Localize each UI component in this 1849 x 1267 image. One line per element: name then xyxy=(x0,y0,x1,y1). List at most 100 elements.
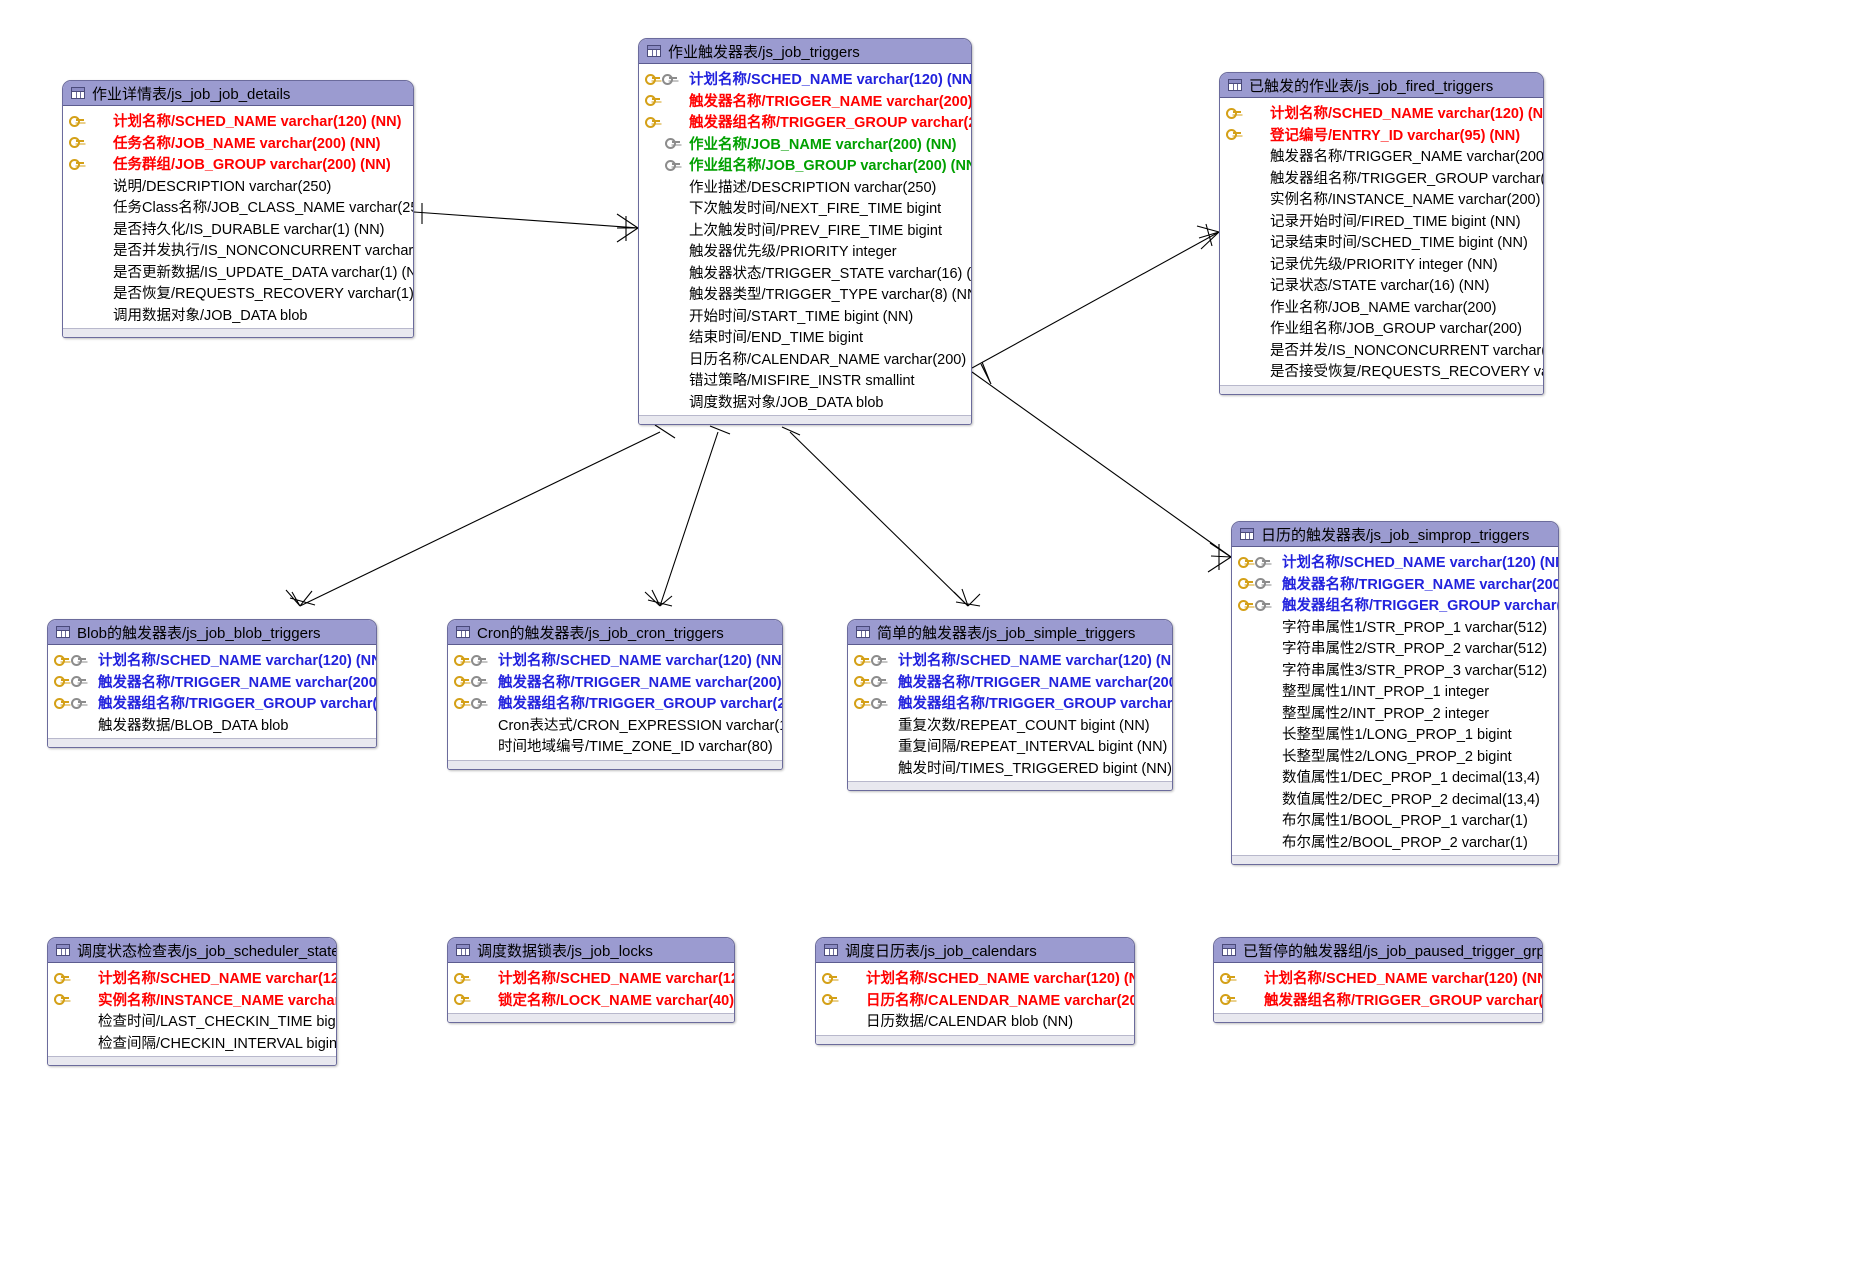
attribute-row[interactable]: 检查间隔/CHECKIN_INTERVAL bigint (NN) xyxy=(48,1032,336,1054)
attribute-row[interactable]: 日历名称/CALENDAR_NAME varchar(200) xyxy=(639,348,971,370)
entity-job_triggers[interactable]: 作业触发器表/js_job_triggers 计划名称/SCHED_NAME va… xyxy=(638,38,972,425)
entity-header-cron_triggers[interactable]: Cron的触发器表/js_job_cron_triggers xyxy=(448,620,782,645)
attribute-row[interactable]: 触发器名称/TRIGGER_NAME varchar(200) (NN) xyxy=(1220,145,1543,167)
attribute-row[interactable]: 整型属性2/INT_PROP_2 integer xyxy=(1232,702,1558,724)
attribute-row[interactable]: 触发器数据/BLOB_DATA blob xyxy=(48,714,376,736)
attribute-row[interactable]: 触发器组名称/TRIGGER_GROUP varchar(200) (NN) xyxy=(1232,594,1558,616)
attribute-row[interactable]: 触发器状态/TRIGGER_STATE varchar(16) (NN) xyxy=(639,262,971,284)
attribute-row[interactable]: 作业组名称/JOB_GROUP varchar(200) xyxy=(1220,317,1543,339)
attribute-row[interactable]: 数值属性1/DEC_PROP_1 decimal(13,4) xyxy=(1232,766,1558,788)
attribute-row[interactable]: 任务群组/JOB_GROUP varchar(200) (NN) xyxy=(63,153,413,175)
attribute-row[interactable]: 记录结束时间/SCHED_TIME bigint (NN) xyxy=(1220,231,1543,253)
attribute-row[interactable]: 作业组名称/JOB_GROUP varchar(200) (NN) xyxy=(639,154,971,176)
attribute-row[interactable]: 作业名称/JOB_NAME varchar(200) xyxy=(1220,296,1543,318)
attribute-row[interactable]: 开始时间/START_TIME bigint (NN) xyxy=(639,305,971,327)
attribute-row[interactable]: 记录状态/STATE varchar(16) (NN) xyxy=(1220,274,1543,296)
attribute-row[interactable]: 计划名称/SCHED_NAME varchar(120) (NN) xyxy=(1232,551,1558,573)
attribute-row[interactable]: 布尔属性2/BOOL_PROP_2 varchar(1) xyxy=(1232,831,1558,853)
attribute-row[interactable]: 计划名称/SCHED_NAME varchar(120) (NN) xyxy=(63,110,413,132)
attribute-row[interactable]: 触发器名称/TRIGGER_NAME varchar(200) (NN) xyxy=(848,671,1172,693)
attribute-row[interactable]: 字符串属性1/STR_PROP_1 varchar(512) xyxy=(1232,616,1558,638)
attribute-row[interactable]: 结束时间/END_TIME bigint xyxy=(639,326,971,348)
attribute-row[interactable]: 计划名称/SCHED_NAME varchar(120) (NN) xyxy=(1220,102,1543,124)
entity-header-locks[interactable]: 调度数据锁表/js_job_locks xyxy=(448,938,734,963)
attribute-row[interactable]: 检查时间/LAST_CHECKIN_TIME bigint (NN) xyxy=(48,1010,336,1032)
entity-header-fired_triggers[interactable]: 已触发的作业表/js_job_fired_triggers xyxy=(1220,73,1543,98)
attribute-row[interactable]: 错过策略/MISFIRE_INSTR smallint xyxy=(639,369,971,391)
entity-simprop_triggers[interactable]: 日历的触发器表/js_job_simprop_triggers 计划名称/SCHE… xyxy=(1231,521,1559,865)
attribute-row[interactable]: 下次触发时间/NEXT_FIRE_TIME bigint xyxy=(639,197,971,219)
entity-header-calendars[interactable]: 调度日历表/js_job_calendars xyxy=(816,938,1134,963)
attribute-row[interactable]: 计划名称/SCHED_NAME varchar(120) (NN) xyxy=(639,68,971,90)
attribute-row[interactable]: 触发器组名称/TRIGGER_GROUP varchar(200) (NN) xyxy=(639,111,971,133)
attribute-row[interactable]: 调用数据对象/JOB_DATA blob xyxy=(63,304,413,326)
attribute-row[interactable]: 计划名称/SCHED_NAME varchar(120) (NN) xyxy=(848,649,1172,671)
entity-header-simple_triggers[interactable]: 简单的触发器表/js_job_simple_triggers xyxy=(848,620,1172,645)
attribute-row[interactable]: Cron表达式/CRON_EXPRESSION varchar(120) (NN… xyxy=(448,714,782,736)
attribute-row[interactable]: 触发器组名称/TRIGGER_GROUP varchar(200) (NN) xyxy=(448,692,782,714)
attribute-row[interactable]: 是否并发/IS_NONCONCURRENT varchar(1) xyxy=(1220,339,1543,361)
attribute-row[interactable]: 触发器名称/TRIGGER_NAME varchar(200) (NN) xyxy=(48,671,376,693)
entity-fired_triggers[interactable]: 已触发的作业表/js_job_fired_triggers 计划名称/SCHED_… xyxy=(1219,72,1544,395)
attribute-row[interactable]: 日历名称/CALENDAR_NAME varchar(200) (NN) xyxy=(816,989,1134,1011)
attribute-row[interactable]: 整型属性1/INT_PROP_1 integer xyxy=(1232,680,1558,702)
attribute-row[interactable]: 是否更新数据/IS_UPDATE_DATA varchar(1) (NN) xyxy=(63,261,413,283)
attribute-row[interactable]: 计划名称/SCHED_NAME varchar(120) (NN) xyxy=(48,967,336,989)
attribute-row[interactable]: 说明/DESCRIPTION varchar(250) xyxy=(63,175,413,197)
attribute-row[interactable]: 触发器组名称/TRIGGER_GROUP varchar(200) (NN) xyxy=(1220,167,1543,189)
attribute-row[interactable]: 触发器组名称/TRIGGER_GROUP varchar(200) (NN) xyxy=(1214,989,1542,1011)
entity-cron_triggers[interactable]: Cron的触发器表/js_job_cron_triggers 计划名称/SCHED… xyxy=(447,619,783,770)
attribute-row[interactable]: 触发器组名称/TRIGGER_GROUP varchar(200) (NN) xyxy=(48,692,376,714)
attribute-row[interactable]: 计划名称/SCHED_NAME varchar(120) (NN) xyxy=(816,967,1134,989)
attribute-row[interactable]: 实例名称/INSTANCE_NAME varchar(200) (NN) xyxy=(1220,188,1543,210)
attribute-row[interactable]: 重复间隔/REPEAT_INTERVAL bigint (NN) xyxy=(848,735,1172,757)
entity-header-job_triggers[interactable]: 作业触发器表/js_job_triggers xyxy=(639,39,971,64)
entity-header-simprop_triggers[interactable]: 日历的触发器表/js_job_simprop_triggers xyxy=(1232,522,1558,547)
attribute-row[interactable]: 数值属性2/DEC_PROP_2 decimal(13,4) xyxy=(1232,788,1558,810)
attribute-row[interactable]: 实例名称/INSTANCE_NAME varchar(200) (NN) xyxy=(48,989,336,1011)
attribute-row[interactable]: 记录开始时间/FIRED_TIME bigint (NN) xyxy=(1220,210,1543,232)
attribute-row[interactable]: 触发器名称/TRIGGER_NAME varchar(200) (NN) xyxy=(1232,573,1558,595)
attribute-row[interactable]: 是否接受恢复/REQUESTS_RECOVERY varchar(1) xyxy=(1220,360,1543,382)
attribute-row[interactable]: 触发器组名称/TRIGGER_GROUP varchar(200) (NN) xyxy=(848,692,1172,714)
attribute-row[interactable]: 触发器名称/TRIGGER_NAME varchar(200) (NN) xyxy=(639,90,971,112)
attribute-row[interactable]: 重复次数/REPEAT_COUNT bigint (NN) xyxy=(848,714,1172,736)
attribute-row[interactable]: 登记编号/ENTRY_ID varchar(95) (NN) xyxy=(1220,124,1543,146)
attribute-row[interactable]: 触发时间/TIMES_TRIGGERED bigint (NN) xyxy=(848,757,1172,779)
attribute-row[interactable]: 调度数据对象/JOB_DATA blob xyxy=(639,391,971,413)
entity-paused_trigger_grps[interactable]: 已暂停的触发器组/js_job_paused_trigger_grps 计划名称/… xyxy=(1213,937,1543,1023)
attribute-row[interactable]: 计划名称/SCHED_NAME varchar(120) (NN) xyxy=(448,649,782,671)
attribute-row[interactable]: 上次触发时间/PREV_FIRE_TIME bigint xyxy=(639,219,971,241)
attribute-row[interactable]: 计划名称/SCHED_NAME varchar(120) (NN) xyxy=(1214,967,1542,989)
attribute-row[interactable]: 记录优先级/PRIORITY integer (NN) xyxy=(1220,253,1543,275)
attribute-row[interactable]: 字符串属性2/STR_PROP_2 varchar(512) xyxy=(1232,637,1558,659)
attribute-row[interactable]: 布尔属性1/BOOL_PROP_1 varchar(1) xyxy=(1232,809,1558,831)
attribute-row[interactable]: 字符串属性3/STR_PROP_3 varchar(512) xyxy=(1232,659,1558,681)
entity-header-job_details[interactable]: 作业详情表/js_job_job_details xyxy=(63,81,413,106)
entity-header-blob_triggers[interactable]: Blob的触发器表/js_job_blob_triggers xyxy=(48,620,376,645)
attribute-row[interactable]: 长整型属性2/LONG_PROP_2 bigint xyxy=(1232,745,1558,767)
attribute-row[interactable]: 作业名称/JOB_NAME varchar(200) (NN) xyxy=(639,133,971,155)
attribute-row[interactable]: 任务名称/JOB_NAME varchar(200) (NN) xyxy=(63,132,413,154)
attribute-row[interactable]: 锁定名称/LOCK_NAME varchar(40) (NN) xyxy=(448,989,734,1011)
attribute-row[interactable]: 长整型属性1/LONG_PROP_1 bigint xyxy=(1232,723,1558,745)
attribute-row[interactable]: 触发器名称/TRIGGER_NAME varchar(200) (NN) xyxy=(448,671,782,693)
attribute-row[interactable]: 作业描述/DESCRIPTION varchar(250) xyxy=(639,176,971,198)
attribute-row[interactable]: 是否并发执行/IS_NONCONCURRENT varchar(1) (NN) xyxy=(63,239,413,261)
entity-header-scheduler_state[interactable]: 调度状态检查表/js_job_scheduler_state xyxy=(48,938,336,963)
entity-scheduler_state[interactable]: 调度状态检查表/js_job_scheduler_state 计划名称/SCHED… xyxy=(47,937,337,1066)
attribute-row[interactable]: 日历数据/CALENDAR blob (NN) xyxy=(816,1010,1134,1032)
attribute-row[interactable]: 时间地域编号/TIME_ZONE_ID varchar(80) xyxy=(448,735,782,757)
attribute-row[interactable]: 是否持久化/IS_DURABLE varchar(1) (NN) xyxy=(63,218,413,240)
attribute-row[interactable]: 任务Class名称/JOB_CLASS_NAME varchar(250) (N… xyxy=(63,196,413,218)
attribute-row[interactable]: 计划名称/SCHED_NAME varchar(120) (NN) xyxy=(448,967,734,989)
attribute-row[interactable]: 是否恢复/REQUESTS_RECOVERY varchar(1) (NN) xyxy=(63,282,413,304)
attribute-row[interactable]: 触发器优先级/PRIORITY integer xyxy=(639,240,971,262)
attribute-row[interactable]: 触发器类型/TRIGGER_TYPE varchar(8) (NN) xyxy=(639,283,971,305)
entity-job_details[interactable]: 作业详情表/js_job_job_details 计划名称/SCHED_NAME … xyxy=(62,80,414,338)
entity-simple_triggers[interactable]: 简单的触发器表/js_job_simple_triggers 计划名称/SCHED… xyxy=(847,619,1173,791)
entity-header-paused_trigger_grps[interactable]: 已暂停的触发器组/js_job_paused_trigger_grps xyxy=(1214,938,1542,963)
entity-calendars[interactable]: 调度日历表/js_job_calendars 计划名称/SCHED_NAME va… xyxy=(815,937,1135,1045)
entity-locks[interactable]: 调度数据锁表/js_job_locks 计划名称/SCHED_NAME varch… xyxy=(447,937,735,1023)
